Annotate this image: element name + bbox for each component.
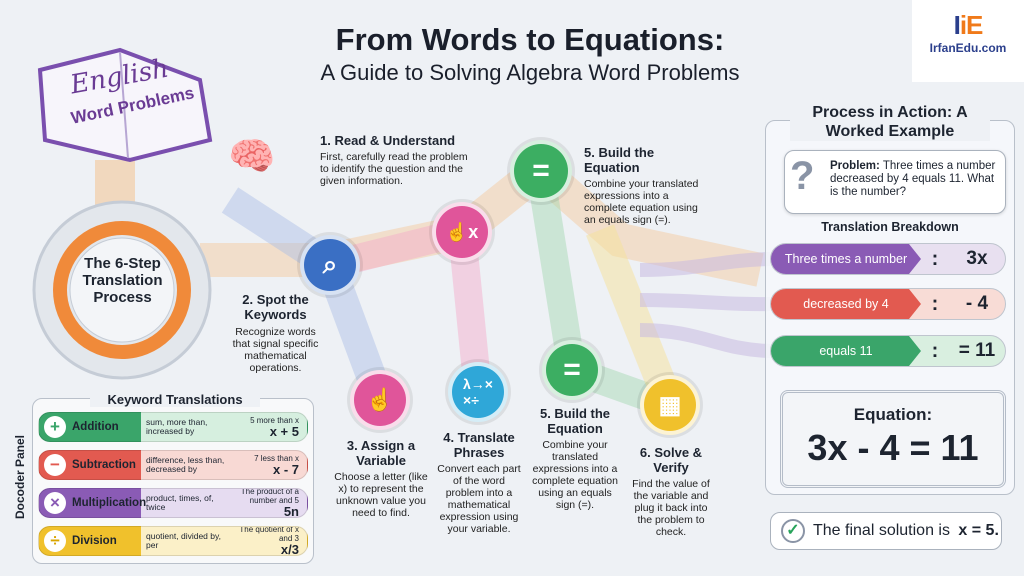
logo-text: IrfanEdu.com	[929, 41, 1007, 55]
example-expression: x - 7	[272, 461, 299, 477]
breakdown-phrase: Three times a number	[771, 244, 921, 274]
step-4: 4. Translate Phrases Convert each part o…	[436, 430, 522, 535]
keyword-row-addition: + Addition sum, more than, increased by …	[38, 412, 308, 442]
minus-icon: −	[44, 454, 66, 476]
equation-label: Equation:	[853, 405, 933, 424]
logo-mark-icon: ΙiE	[953, 10, 984, 40]
keyword-list: quotient, divided by, per	[146, 530, 221, 550]
step-title: 3. Assign a Variable	[346, 438, 416, 468]
keyword-name: Addition	[72, 421, 119, 433]
page-subtitle: A Guide to Solving Algebra Word Problems	[320, 60, 740, 85]
breakdown-row: equals 11 : = 11	[770, 335, 1006, 367]
step-3: 3. Assign a Variable Choose a letter (li…	[332, 438, 430, 519]
example-expression: x + 5	[269, 423, 299, 439]
step-text: First, carefully read the problem to ide…	[320, 151, 468, 187]
symbols-icon: λ→××÷	[448, 362, 508, 422]
breakdown-separator: :	[931, 339, 939, 362]
step-text: Combine your translated expressions into…	[532, 439, 618, 511]
equation-text: 3x - 4 = 11	[807, 427, 979, 468]
keyword-name: Division	[72, 535, 117, 547]
step-5-top: 5. Build the Equation Combine your trans…	[584, 145, 709, 226]
question-mark-icon: ?	[790, 154, 815, 198]
step-text: Combine your translated expressions into…	[584, 178, 699, 226]
solution-value: x = 5.	[958, 522, 999, 539]
divide-icon: ÷	[44, 530, 66, 552]
plus-icon: +	[44, 416, 66, 438]
keyword-row-subtraction: − Subtraction difference, less than, dec…	[38, 450, 308, 480]
equation-box: Equation: 3x - 4 = 11	[780, 390, 1006, 488]
step-text: Choose a letter (like x) to represent th…	[334, 471, 428, 519]
page-title: From Words to Equations:	[335, 22, 725, 57]
brain-head-icon: 🧠	[228, 136, 276, 178]
example-text: 5 more than x	[250, 415, 299, 425]
problem-statement: Three times a number decreased by 4 equa…	[830, 160, 996, 198]
step-title: 1. Read & Understand	[320, 133, 456, 148]
breakdown-phrase: equals 11	[771, 336, 921, 366]
keyword-name: Subtraction	[72, 459, 136, 471]
step-title: 5. Build the Equation	[539, 406, 611, 436]
keyword-panel-title: Keyword Translations	[90, 392, 260, 407]
checkmark-icon: ✓	[781, 519, 805, 543]
logo: ΙiE IrfanEdu.com	[912, 0, 1024, 82]
final-solution-bubble: ✓ The final solution is x = 5.	[770, 512, 1002, 550]
keyword-list: product, times, of, twice	[146, 492, 214, 512]
breakdown-value: - 4	[965, 293, 989, 314]
step-2: 2. Spot the Keywords Recognize words tha…	[228, 292, 323, 374]
keyword-row-multiplication: × Multiplication product, times, of, twi…	[38, 488, 308, 518]
breakdown-row: Three times a number : 3x	[770, 243, 1006, 275]
keyword-name: Multiplication	[72, 497, 147, 509]
step-title: 2. Spot the Keywords	[242, 292, 309, 322]
step-1: 1. Read & Understand First, carefully re…	[320, 133, 470, 187]
example-text: The quotient of x and 3	[239, 526, 299, 543]
step-title: 5. Build the Equation	[584, 145, 655, 175]
hand-pointer-icon: ☝x	[432, 202, 492, 262]
problem-text: Problem: Three times a number decreased …	[830, 160, 1002, 199]
hand-pointer-icon: ☝	[350, 370, 410, 430]
step-text: Convert each part of the word problem in…	[437, 463, 521, 535]
times-icon: ×	[44, 492, 66, 514]
keyword-list: sum, more than, increased by	[146, 416, 208, 436]
step-6: 6. Solve & Verify Find the value of the …	[628, 445, 714, 538]
breakdown-value: = 11	[958, 340, 996, 361]
breakdown-separator: :	[931, 292, 939, 315]
breakdown-label: Translation Breakdown	[821, 220, 959, 234]
step-title: 4. Translate Phrases	[443, 430, 515, 460]
step-5: 5. Build the Equation Combine your trans…	[530, 406, 620, 511]
gear-label: The 6-Step Translation Process	[82, 255, 163, 306]
keyword-row-division: ÷ Division quotient, divided by, per The…	[38, 526, 308, 556]
example-text: The product of a number and 5	[240, 488, 299, 505]
breakdown-phrase: decreased by 4	[771, 289, 921, 319]
worked-example-title: Process in Action: A Worked Example	[790, 103, 990, 141]
step-title: 6. Solve & Verify	[639, 445, 703, 475]
calculator-icon: ▦	[640, 375, 700, 435]
step-text: Recognize words that signal specific mat…	[232, 326, 319, 374]
solution-text: The final solution is	[813, 522, 955, 539]
equals-icon: =	[542, 340, 602, 400]
breakdown-row: decreased by 4 : - 4	[770, 288, 1006, 320]
problem-bubble	[784, 150, 1006, 214]
keyword-list: difference, less than, decreased by	[146, 454, 225, 474]
keyword-panel-side-label: Docoder Panel	[13, 434, 27, 520]
example-expression: 5n	[283, 504, 299, 518]
step-text: Find the value of the variable and plug …	[632, 478, 710, 538]
magnifier-icon: ⌕	[300, 235, 360, 295]
equals-icon: =	[510, 140, 572, 202]
breakdown-value: 3x	[966, 248, 988, 269]
example-expression: x/3	[280, 542, 299, 556]
example-text: 7 less than x	[254, 453, 299, 463]
problem-label: Problem:	[830, 160, 880, 172]
breakdown-separator: :	[931, 247, 939, 270]
